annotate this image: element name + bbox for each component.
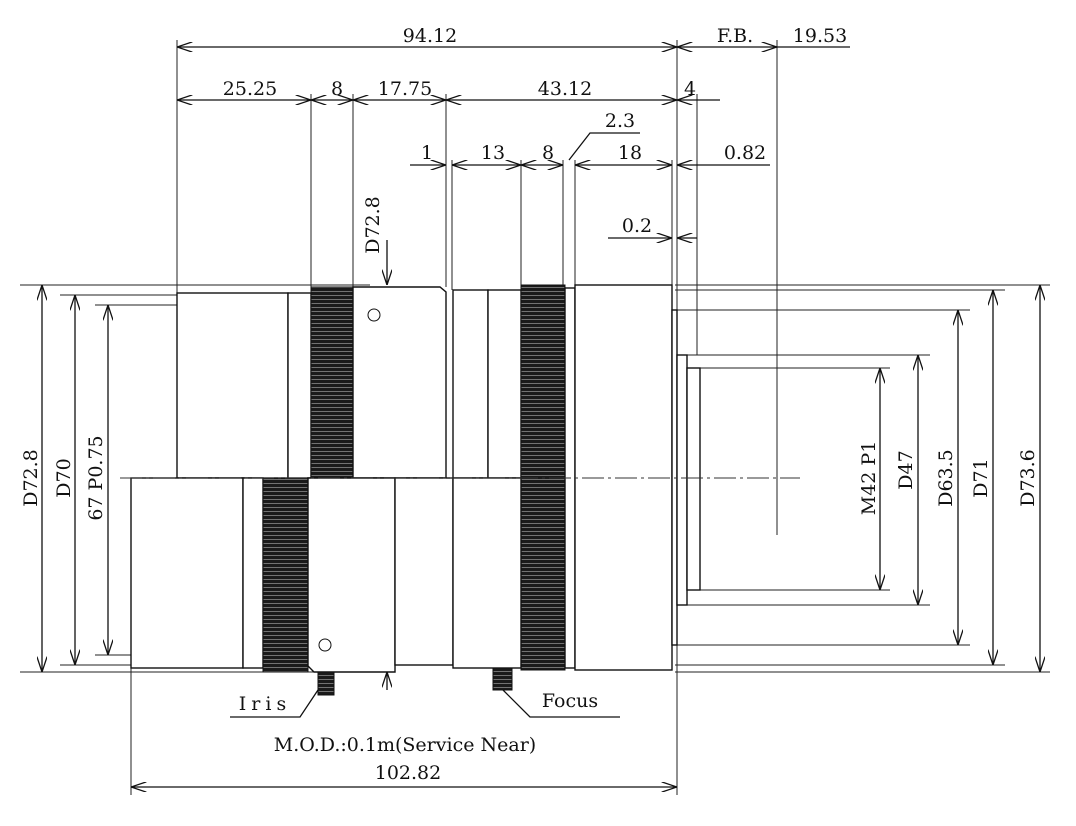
index-mark-icon [367, 308, 381, 322]
dimension-lines [42, 47, 1040, 787]
index-mark-icon [318, 638, 332, 652]
dim-0-82: 0.82 [724, 142, 766, 164]
dim-gap: 1 [421, 142, 433, 164]
dim-overall-extended: 102.82 [375, 762, 441, 784]
dim-right-d47: D47 [895, 450, 917, 489]
dim-mid: 17.75 [378, 78, 432, 100]
dim-left-filter: 67 P0.75 [85, 435, 107, 520]
iris-label: Iris [239, 693, 291, 715]
dim-front: 25.25 [223, 78, 277, 100]
dim-right-d73-6: D73.6 [1017, 449, 1039, 507]
dim-left-d70: D70 [53, 458, 75, 497]
iris-ring-knurl [310, 286, 354, 479]
dim-d72-8-top: D72.8 [362, 196, 384, 254]
dim-focus-ring: 8 [542, 142, 554, 164]
dim-mount-step: 4 [684, 78, 696, 100]
iris-knob [317, 671, 335, 696]
focus-label: Focus [542, 690, 598, 712]
dim-iris-ring: 8 [331, 78, 343, 100]
dim-18: 18 [618, 142, 642, 164]
dim-rear: 43.12 [538, 78, 592, 100]
dim-left-d72-8: D72.8 [20, 449, 42, 507]
focus-knob [492, 667, 513, 691]
lens-body [120, 284, 800, 696]
dim-right-d71: D71 [970, 458, 992, 497]
dimension-labels: 94.12 F.B. 19.53 25.25 8 17.75 43.12 4 1… [20, 25, 1039, 784]
dim-fb-value: 19.53 [793, 25, 847, 47]
dim-13: 13 [481, 142, 505, 164]
dim-overall: 94.12 [403, 25, 457, 47]
dim-0-2: 0.2 [622, 215, 652, 237]
dim-right-m42: M42 P1 [858, 441, 880, 516]
dim-2-3: 2.3 [605, 110, 635, 132]
dim-right-d63-5: D63.5 [935, 449, 957, 507]
dim-fb-label: F.B. [717, 25, 753, 47]
mod-label: M.O.D.:0.1m(Service Near) [274, 734, 536, 756]
